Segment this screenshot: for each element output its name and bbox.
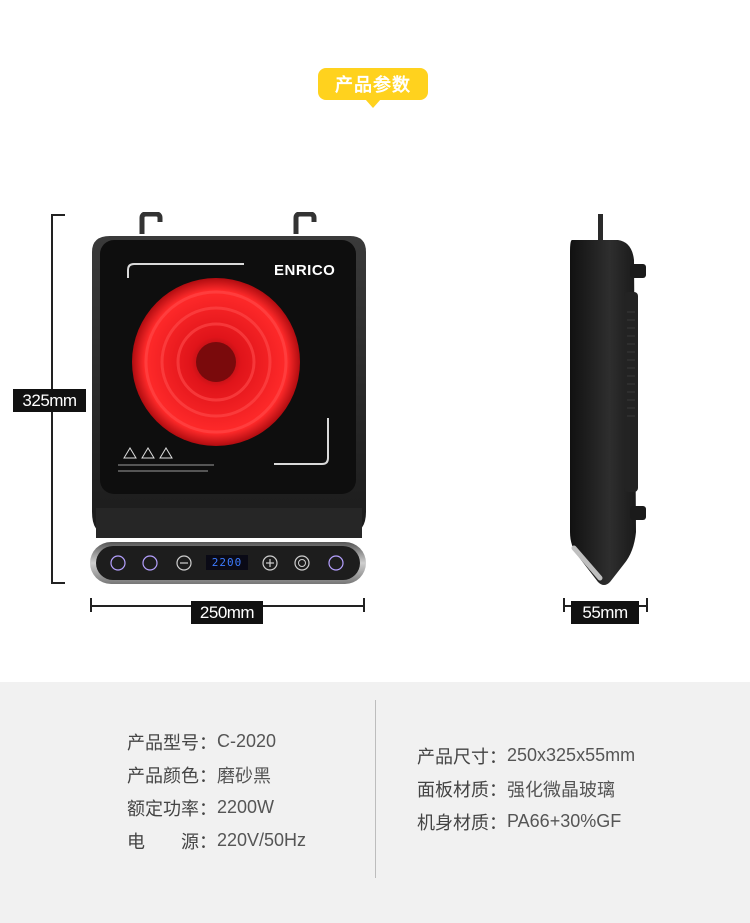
spec-value: PA66+30%GF bbox=[507, 811, 622, 831]
spec-row-size: 产品尺寸： 250x325x55mm bbox=[417, 739, 635, 772]
spec-key: 电 源： bbox=[127, 831, 217, 853]
spec-value: C-2020 bbox=[217, 731, 277, 751]
spec-key: 产品颜色： bbox=[127, 765, 217, 787]
spec-row-power: 额定功率： 2200W bbox=[127, 791, 306, 824]
depth-label: 55mm bbox=[571, 601, 639, 624]
width-label: 250mm bbox=[191, 601, 263, 624]
spec-value: 220V/50Hz bbox=[217, 830, 307, 850]
spec-row-panel-material: 面板材质： 强化微晶玻璃 bbox=[417, 772, 635, 805]
brand-logo: ENRICO bbox=[274, 262, 336, 279]
spec-key: 额定功率： bbox=[127, 798, 217, 820]
spec-row-body-material: 机身材质： PA66+30%GF bbox=[417, 805, 635, 838]
spec-key: 产品尺寸： bbox=[417, 746, 507, 768]
spec-key: 面板材质： bbox=[417, 779, 507, 801]
spec-key: 机身材质： bbox=[417, 812, 507, 834]
height-label: 325mm bbox=[13, 389, 86, 412]
badge-pointer bbox=[365, 99, 381, 108]
spec-key: 产品型号： bbox=[127, 732, 217, 754]
spec-list-right: 产品尺寸： 250x325x55mm 面板材质： 强化微晶玻璃 机身材质： PA… bbox=[417, 739, 635, 838]
spec-row-voltage: 电 源： 220V/50Hz bbox=[127, 824, 306, 857]
spec-value: 磨砂黑 bbox=[217, 765, 271, 786]
spec-value: 2200W bbox=[217, 797, 275, 817]
cooktop-front-view: ENRICO 2200 bbox=[88, 211, 370, 592]
spec-value: 250x325x55mm bbox=[507, 745, 636, 765]
cooktop-side-view bbox=[560, 212, 654, 592]
spec-row-color: 产品颜色： 磨砂黑 bbox=[127, 758, 306, 791]
spec-value: 强化微晶玻璃 bbox=[507, 779, 615, 800]
spec-divider bbox=[375, 700, 376, 878]
section-title-badge: 产品参数 bbox=[318, 68, 428, 100]
power-display: 2200 bbox=[211, 556, 243, 569]
spec-list-left: 产品型号： C-2020 产品颜色： 磨砂黑 额定功率： 2200W 电 源： … bbox=[127, 725, 306, 857]
spec-row-model: 产品型号： C-2020 bbox=[127, 725, 306, 758]
